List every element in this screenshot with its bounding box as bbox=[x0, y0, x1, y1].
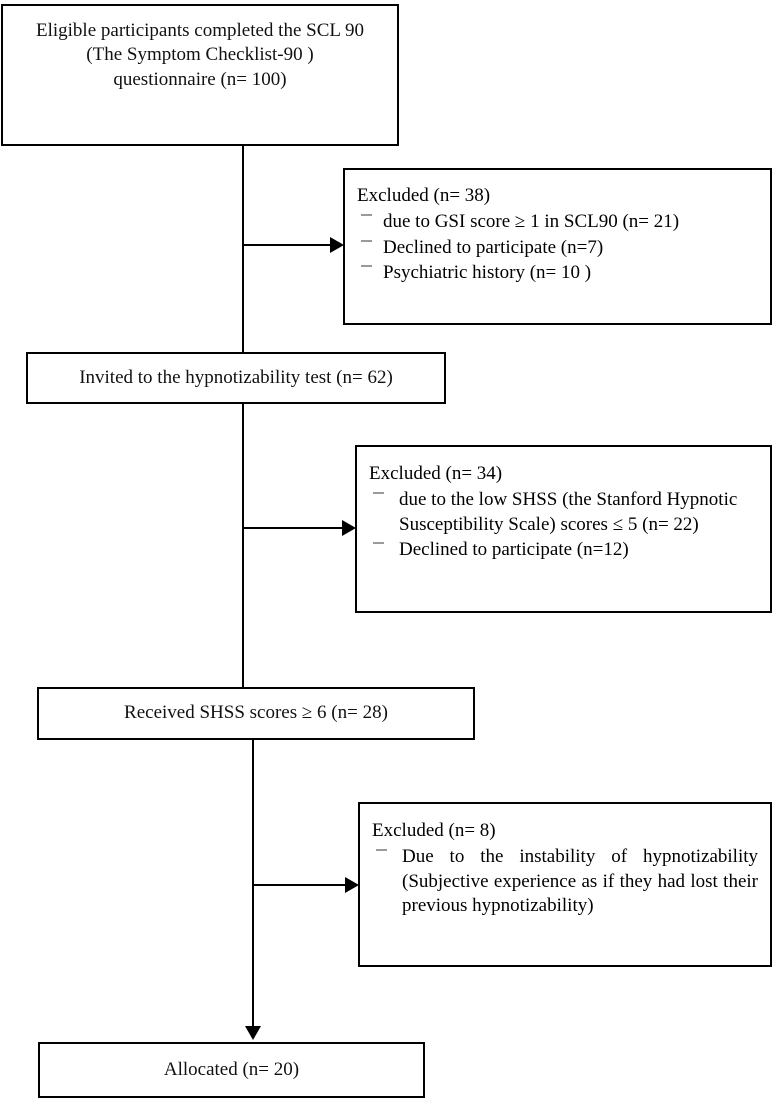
exclusion-1-reason-3: Psychiatric history (n= 10 ) bbox=[383, 262, 592, 284]
exclusion-1-reason-list: due to GSI score ≥ 1 in SCL90 (n= 21) De… bbox=[357, 210, 760, 286]
exclusion-3-reason-list: Due to the instability of hypnotizabilit… bbox=[372, 845, 758, 919]
dash-bullet-icon bbox=[373, 491, 384, 494]
node-enrollment-text: Eligible participants completed the SCL … bbox=[36, 19, 364, 92]
dash-bullet-icon bbox=[361, 239, 372, 242]
dash-bullet-icon bbox=[361, 213, 372, 216]
exclusion-3-title: Excluded (n= 8) bbox=[372, 820, 496, 841]
list-item: Declined to participate (n=7) bbox=[357, 236, 760, 261]
node-exclusion-3: Excluded (n= 8) Due to the instability o… bbox=[358, 802, 772, 967]
dash-bullet-icon bbox=[361, 265, 372, 268]
connector-branch-exclusion-2 bbox=[242, 527, 342, 529]
arrowhead-exclusion-1 bbox=[330, 237, 344, 253]
node-exclusion-2: Excluded (n= 34) due to the low SHSS (th… bbox=[355, 445, 772, 613]
arrowhead-exclusion-3 bbox=[345, 877, 359, 893]
connector-branch-exclusion-3 bbox=[252, 884, 345, 886]
node-enrollment-line2: (The Symptom Checklist-90 ) bbox=[86, 44, 314, 66]
node-invited: Invited to the hypnotizability test (n= … bbox=[26, 352, 446, 404]
exclusion-2-reason-2: Declined to participate (n=12) bbox=[399, 539, 629, 561]
connector-invited-to-received bbox=[242, 404, 244, 689]
list-item: Psychiatric history (n= 10 ) bbox=[357, 261, 760, 286]
arrowhead-exclusion-2 bbox=[342, 520, 356, 536]
list-item: Due to the instability of hypnotizabilit… bbox=[372, 845, 758, 919]
node-exclusion-1: Excluded (n= 38) due to GSI score ≥ 1 in… bbox=[343, 168, 772, 325]
node-allocated: Allocated (n= 20) bbox=[38, 1042, 425, 1098]
connector-branch-exclusion-1 bbox=[242, 244, 330, 246]
exclusion-3-reason-1: Due to the instability of hypnotizabilit… bbox=[402, 845, 758, 917]
exclusion-2-title: Excluded (n= 34) bbox=[369, 463, 503, 484]
node-invited-text: Invited to the hypnotizability test (n= … bbox=[79, 366, 393, 388]
node-received-text: Received SHSS scores ≥ 6 (n= 28) bbox=[124, 702, 388, 724]
dash-bullet-icon bbox=[376, 848, 387, 851]
node-received: Received SHSS scores ≥ 6 (n= 28) bbox=[37, 687, 475, 740]
exclusion-1-title: Excluded (n= 38) bbox=[357, 185, 491, 206]
list-item: due to the low SHSS (the Stanford Hypnot… bbox=[369, 488, 758, 537]
node-enrollment: Eligible participants completed the SCL … bbox=[1, 4, 399, 146]
node-enrollment-line1: Eligible participants completed the SCL … bbox=[35, 20, 365, 41]
list-item: Declined to participate (n=12) bbox=[369, 538, 758, 563]
dash-bullet-icon bbox=[373, 542, 384, 545]
node-allocated-text: Allocated (n= 20) bbox=[163, 1058, 300, 1080]
exclusion-2-reason-1: due to the low SHSS (the Stanford Hypnot… bbox=[399, 488, 738, 535]
arrowhead-allocated bbox=[245, 1026, 261, 1040]
list-item: due to GSI score ≥ 1 in SCL90 (n= 21) bbox=[357, 210, 760, 235]
exclusion-2-reason-list: due to the low SHSS (the Stanford Hypnot… bbox=[369, 488, 758, 563]
exclusion-1-reason-2: Declined to participate (n=7) bbox=[383, 236, 604, 258]
connector-enrollment-to-invited bbox=[242, 146, 244, 352]
exclusion-1-reason-1: due to GSI score ≥ 1 in SCL90 (n= 21) bbox=[383, 210, 680, 232]
node-enrollment-line3: questionnaire (n= 100) bbox=[113, 68, 287, 90]
